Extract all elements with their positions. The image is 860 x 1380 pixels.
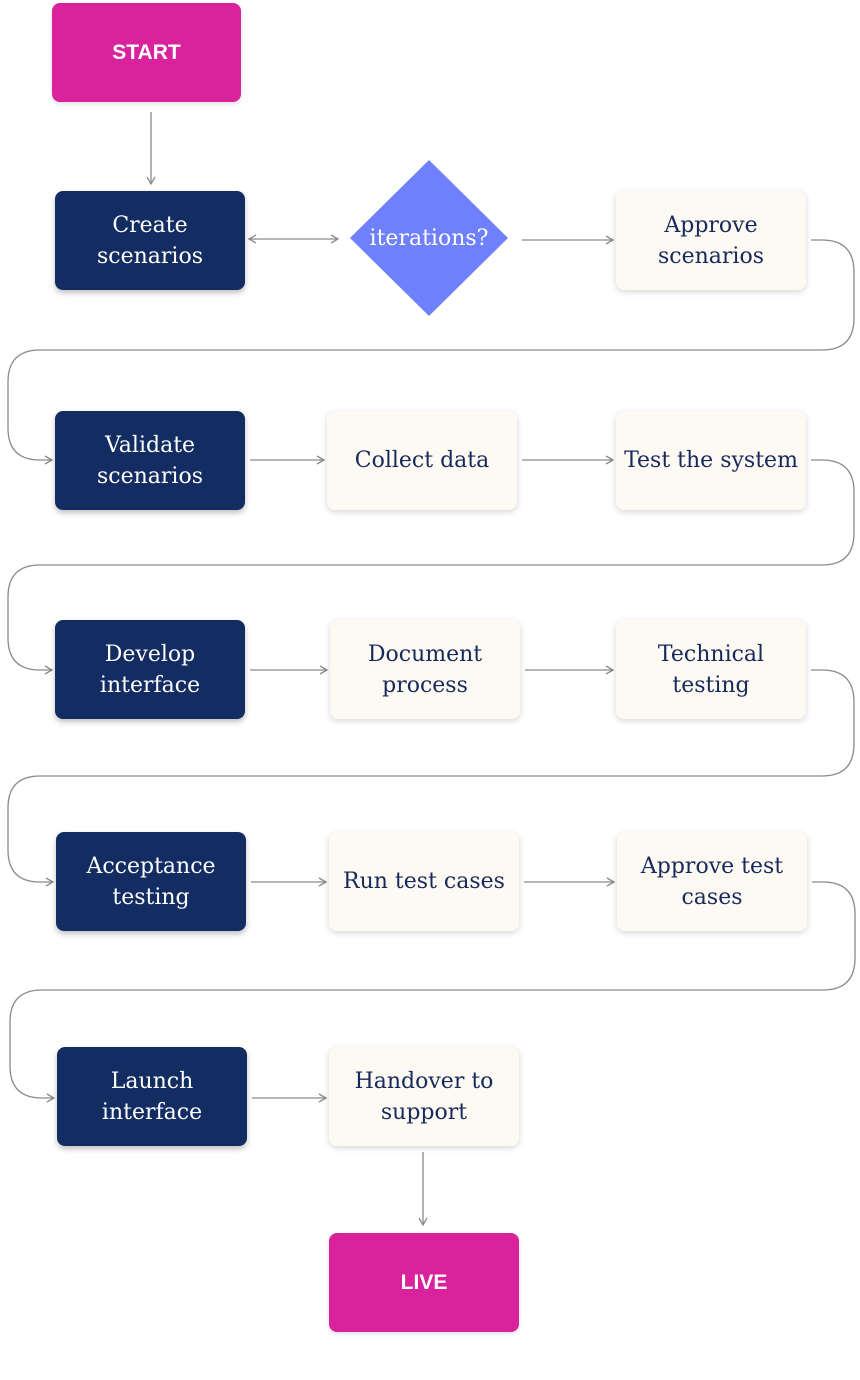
step-collect-data: Collect data xyxy=(327,411,517,510)
step-test-system: Test the system xyxy=(616,411,806,510)
step-launch-interface: Launch interface xyxy=(57,1047,247,1146)
step-validate-scenarios: Validate scenarios xyxy=(55,411,245,510)
start-node: START xyxy=(52,3,241,102)
decision-iterations-label: iterations? xyxy=(369,225,489,251)
step-approve-scenarios: Approve scenarios xyxy=(616,191,806,290)
live-node: LIVE xyxy=(329,1233,519,1332)
step-develop-interface: Develop interface xyxy=(55,620,245,719)
connector-test-to-develop xyxy=(7,459,855,675)
step-approve-test-cases: Approve test cases xyxy=(617,832,807,931)
step-acceptance-testing: Acceptance testing xyxy=(56,832,246,931)
step-document-process: Document process xyxy=(330,620,520,719)
step-run-test-cases: Run test cases xyxy=(329,832,519,931)
step-create-scenarios: Create scenarios xyxy=(55,191,245,290)
connector-technical-to-acceptance xyxy=(7,669,855,887)
connector-approve-to-validate xyxy=(7,239,855,465)
connector-approvetest-to-launch xyxy=(9,881,856,1103)
step-handover-support: Handover to support xyxy=(329,1047,519,1146)
step-technical-testing: Technical testing xyxy=(616,620,806,719)
